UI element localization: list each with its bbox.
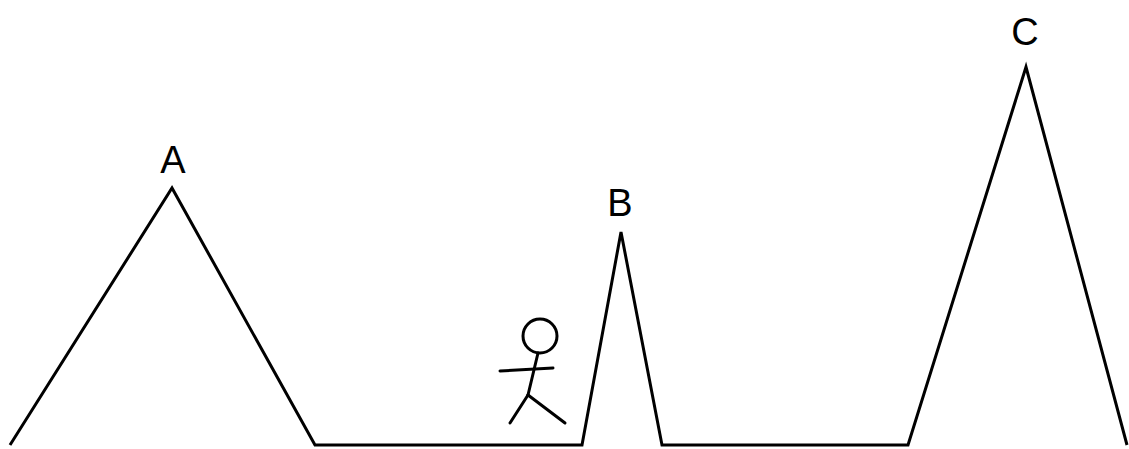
peak-label: B <box>607 184 632 222</box>
mountain-ridge <box>10 67 1127 445</box>
figure-leg <box>510 395 528 423</box>
figure-arms <box>500 368 553 371</box>
peak-label: C <box>1011 13 1038 51</box>
figure-leg <box>528 395 565 423</box>
figure-body <box>528 353 538 395</box>
figure-head <box>523 319 557 353</box>
stick-figure <box>500 319 565 423</box>
peak-label: A <box>160 141 185 179</box>
